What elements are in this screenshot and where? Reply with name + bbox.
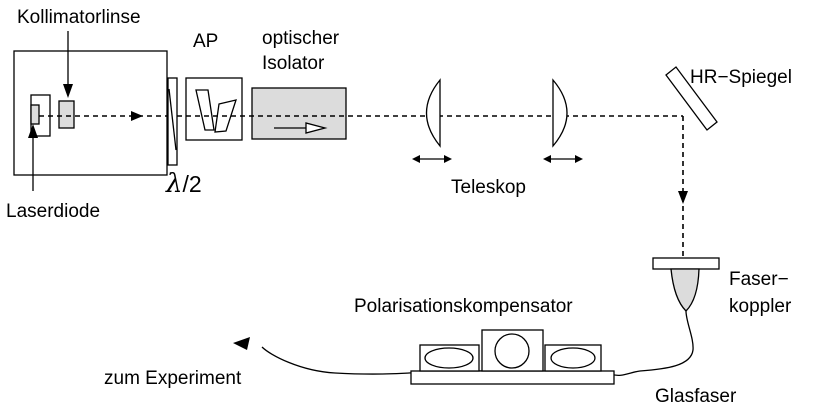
vertical-beam-arrowhead-icon: [678, 191, 688, 204]
label-zum-experiment: zum Experiment: [104, 368, 242, 389]
telescope-adjust-arrowhead-left-2-icon: [543, 155, 551, 163]
telescope-lens-1: [426, 78, 441, 148]
laser-housing: [13, 50, 168, 176]
label-lambda-half: λ/2: [165, 169, 202, 199]
label-lambda-divisor: /2: [182, 171, 201, 197]
label-isolator-line2: Isolator: [262, 53, 325, 74]
label-isolator-line1: optischer: [262, 28, 340, 49]
collimator-lens: [58, 100, 75, 129]
label-teleskop: Teleskop: [451, 177, 526, 198]
compensator-paddle-3-coil: [550, 347, 596, 369]
label-faser-line1: Faser−: [729, 269, 789, 290]
fiber-output-arrowhead-icon: [233, 337, 250, 350]
half-wave-plate-axis: [168, 88, 177, 151]
compensator-base: [410, 370, 615, 385]
label-glasfaser: Glasfaser: [655, 386, 737, 407]
isolator-direction-arrowhead-icon: [305, 122, 328, 134]
label-ap: AP: [193, 31, 218, 52]
compensator-paddle-1-coil: [424, 347, 474, 369]
collimator-pointer-arrowhead-icon: [63, 84, 73, 98]
label-faser-line2: koppler: [729, 296, 792, 317]
ap-prism-1: [195, 89, 215, 131]
telescope-adjust-arrowhead-right-1-icon: [444, 155, 452, 163]
telescope-adjust-arrowhead-right-2-icon: [575, 155, 583, 163]
telescope-adjust-arrowhead-left-1-icon: [412, 155, 420, 163]
laserdiode-pointer-arrowhead-icon: [28, 124, 38, 138]
hr-mirror: [665, 66, 718, 131]
laser-diode-chip: [30, 104, 40, 125]
label-hr-spiegel: HR−Spiegel: [690, 67, 792, 88]
telescope-lens-2: [552, 78, 568, 148]
label-kollimatorlinse: Kollimatorlinse: [17, 7, 141, 28]
optical-isolator: [251, 87, 347, 140]
label-lambda-symbol: λ: [165, 169, 182, 199]
label-laserdiode: Laserdiode: [6, 201, 100, 222]
compensator-paddle-2-coil: [494, 333, 530, 369]
fiber-coupler-lens: [652, 257, 720, 270]
beam-arrowhead-icon: [131, 111, 143, 121]
label-polarisationskompensator: Polarisationskompensator: [354, 296, 573, 317]
fiber-coupler-body: [670, 268, 700, 312]
